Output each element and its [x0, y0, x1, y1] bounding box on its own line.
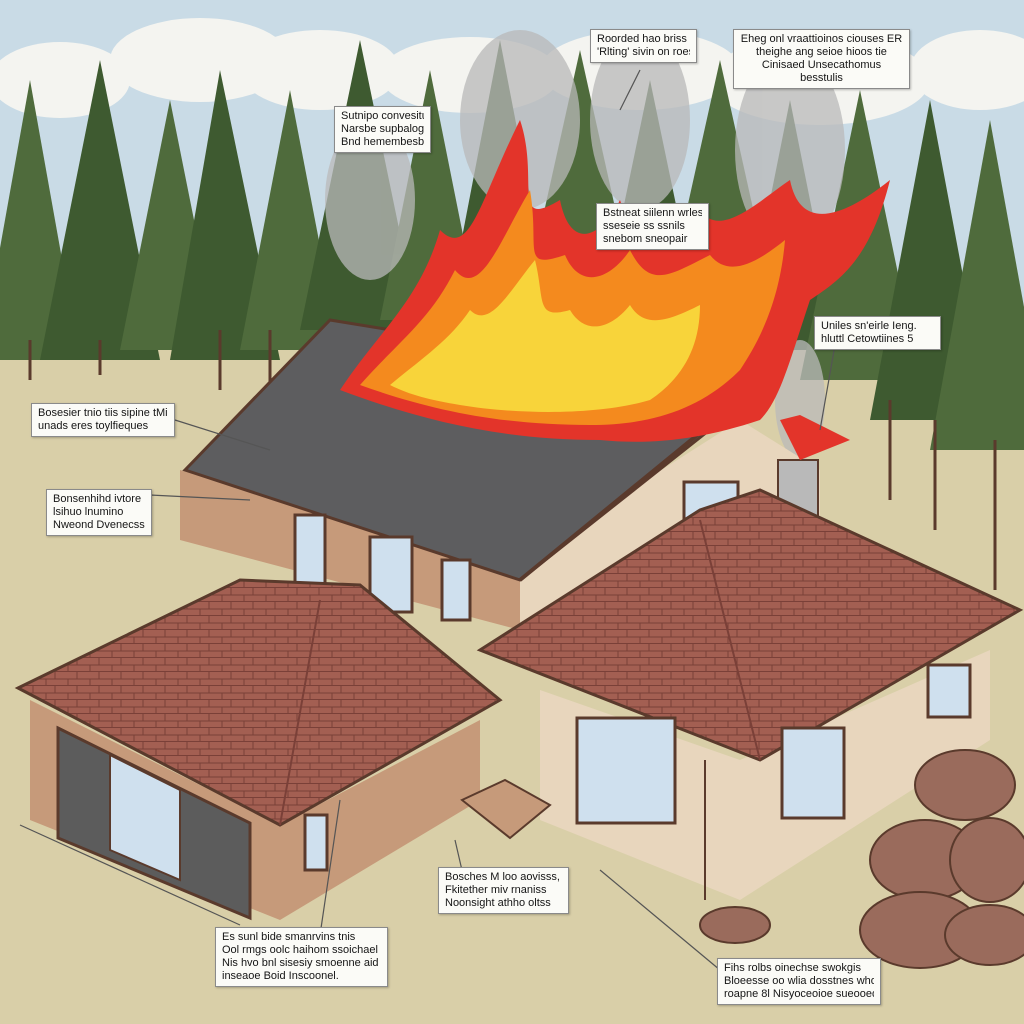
callout-line: Ool rmgs oolc haihom ssoichael — [222, 944, 378, 956]
callout-line: Fkitether miv rnaniss — [445, 884, 547, 896]
callout-line: Bstneat siilenn wrles. — [603, 207, 702, 219]
tree-trunks — [28, 330, 997, 590]
flame-inner — [390, 260, 700, 412]
callout-bottom-left: Es sunl bide smanrvins tnis Ool rmgs ool… — [215, 927, 388, 987]
upper-window — [293, 513, 327, 587]
right-house-wall — [540, 650, 990, 900]
callout-right-mid: Uniles sn'eirle Ieng. hluttl Cetowtiines… — [814, 316, 941, 350]
callout-line: 'Rlting' sivin on roes' — [597, 46, 690, 58]
right-roof-hip — [699, 519, 761, 761]
callout-line: sseseie ss ssnils — [603, 220, 685, 232]
upper-house-side-wall — [180, 470, 520, 630]
callout-line: Es sunl bide smanrvins tnis — [222, 931, 356, 943]
callout-line: Bosesier tnio tiis sipine tMip — [38, 407, 168, 419]
callout-top-center: Roorded hao briss 'Rlting' sivin on roes… — [590, 29, 697, 63]
callout-line: hluttl Cetowtiines 5 — [821, 333, 914, 345]
callout-line: inseaoe Boid Inscoonel. — [222, 970, 339, 982]
callout-upper-left: Sutnipo convesitus Narsbe supbaloge Bnd … — [334, 106, 431, 153]
upper-window — [440, 558, 472, 622]
callout-line: besstulis — [800, 72, 843, 84]
side-window — [303, 813, 329, 872]
right-house-roof — [476, 488, 1024, 762]
callout-line: Eheg onl vraattioinos ciouses ER — [740, 33, 903, 45]
right-window — [575, 716, 677, 825]
callout-line: theighe ang seioe hioos tie — [756, 46, 887, 58]
patio-door — [109, 753, 181, 882]
ember-vent — [780, 415, 850, 460]
callout-line: Uniles sn'eirle Ieng. — [821, 320, 917, 332]
callout-left-2: Bonsenhihd ivtore lsihuo lnumino Nweond … — [46, 489, 152, 536]
callout-line: roapne 8l Nisyoceoioe sueooed. — [724, 988, 874, 1000]
callout-line: unads eres toylfieques — [38, 420, 149, 432]
callout-line: Bosches M loo aovisss, — [445, 871, 560, 883]
callout-line: Fihs rolbs oinechse swokgis — [724, 962, 861, 974]
callout-top-right: Eheg onl vraattioinos ciouses ER theighe… — [733, 29, 910, 89]
callout-line: Roorded hao briss — [597, 33, 687, 45]
callout-left-1: Bosesier tnio tiis sipine tMip unads ere… — [31, 403, 175, 437]
callout-mid-center: Bstneat siilenn wrles. sseseie ss ssnils… — [596, 203, 709, 250]
right-window — [926, 663, 972, 719]
flames — [340, 120, 890, 442]
callout-line: Nis hvo bnl sisesiy smoenne aid — [222, 957, 379, 969]
left-roof-hip — [279, 599, 321, 826]
callout-bottom-right: Fihs rolbs oinechse swokgis Bloeesse oo … — [717, 958, 881, 1005]
callout-line: Cinisaed Unsecathomus — [761, 59, 882, 71]
right-windows — [575, 663, 972, 825]
callout-bottom-center: Bosches M loo aovisss, Fkitether miv rna… — [438, 867, 569, 914]
callout-line: Nweond Dvenecss — [53, 519, 145, 531]
callout-line: Bloeesse oo wlia dosstnes whold — [724, 975, 874, 987]
callout-line: Narsbe supbaloge — [341, 123, 424, 135]
rocks — [699, 749, 1024, 969]
callout-line: Bnd hemembesbier — [341, 136, 424, 148]
callout-line: Sutnipo convesitus — [341, 110, 424, 122]
callout-line: Noonsight athho oltss — [445, 897, 551, 909]
callout-line: Bonsenhihd ivtore — [53, 493, 142, 505]
callout-line: lsihuo lnumino — [53, 506, 124, 518]
callout-line: snebom sneopair — [603, 233, 688, 245]
ac-unit — [460, 778, 552, 840]
left-house-roof — [14, 578, 503, 827]
right-window — [780, 726, 846, 820]
